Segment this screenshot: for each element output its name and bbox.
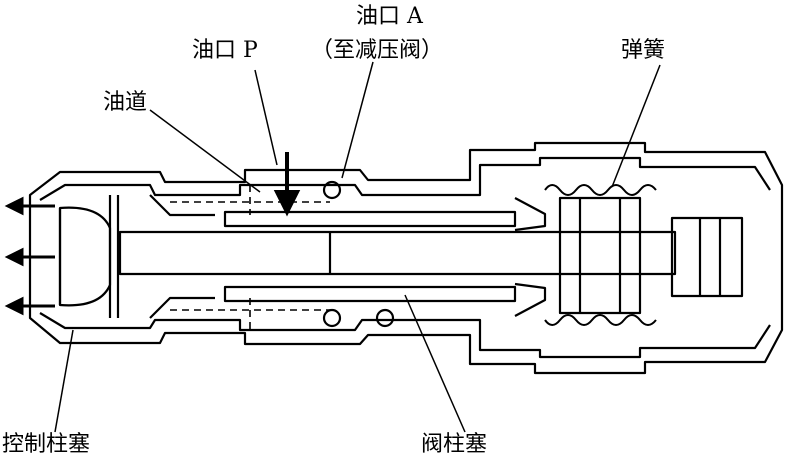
- label-oil-channel: 油道: [103, 90, 148, 115]
- label-spring: 弹簧: [621, 38, 666, 63]
- adjusting-nut: [670, 216, 744, 298]
- central-rod: [118, 230, 677, 276]
- leader-lines: [54, 61, 661, 433]
- housing-inner-bottom: [39, 312, 771, 359]
- label-port-p: 油口 P: [192, 38, 258, 63]
- port-p-inlet-arrow: [273, 152, 301, 217]
- housing-outline: [28, 141, 784, 375]
- valve-spool-body: [223, 210, 517, 228]
- label-valve-spool: 阀柱塞: [421, 432, 488, 457]
- label-port-a: 油口 A: [356, 4, 423, 29]
- oil-channel-dashes: [170, 185, 330, 330]
- label-port-a-note: （至减压阀）: [311, 38, 444, 63]
- housing-inner-top: [39, 156, 771, 201]
- left-output-arrows: [4, 196, 55, 316]
- control-plunger-shape: [58, 206, 112, 307]
- spring-coils: [544, 184, 657, 326]
- label-control-plunger: 控制柱塞: [2, 432, 91, 457]
